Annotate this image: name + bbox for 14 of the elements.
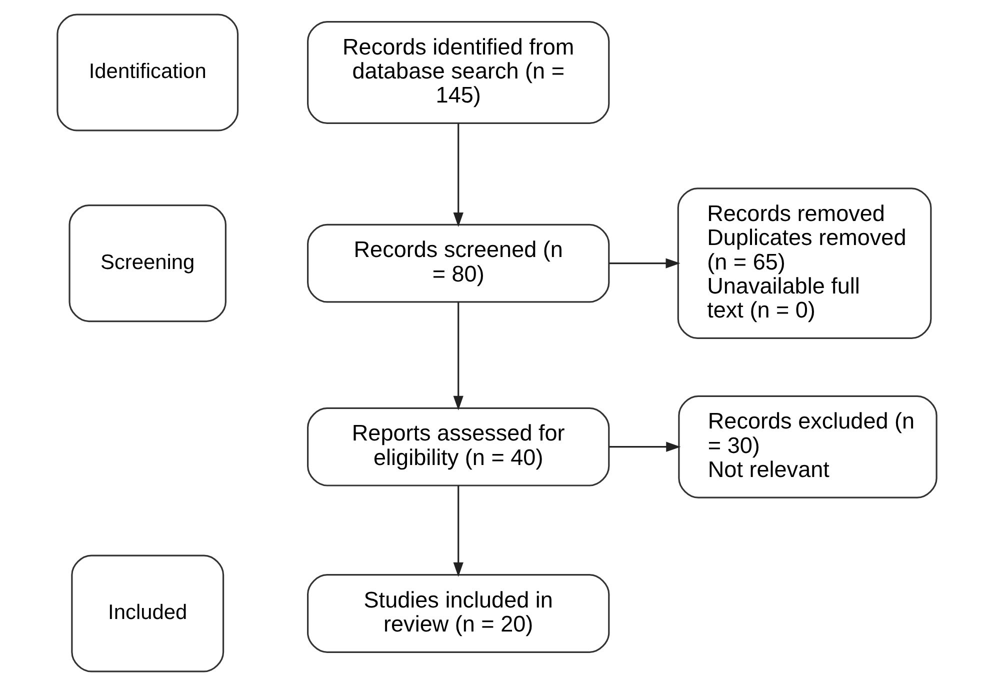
arrow — [452, 123, 463, 228]
node-box: Studies included in review (n = 20) — [306, 574, 610, 653]
arrow — [608, 258, 680, 268]
node-box: Reports assessed for eligibility (n = 40) — [306, 407, 610, 486]
node-box: Identification — [56, 14, 238, 132]
node-box: Records identified from database search (n = 145) — [306, 20, 610, 124]
node-box: Screening — [68, 204, 226, 322]
node-box: Included — [70, 554, 224, 672]
arrow — [608, 442, 680, 452]
node-box: Records removed Duplicates removed (n = 65) Unavailable full text (n = 0) — [676, 188, 932, 339]
arrow — [452, 486, 463, 577]
node-box: Records screened (n = 80) — [306, 224, 610, 303]
arrow — [452, 302, 463, 410]
node-box: Records excluded (n = 30) Not relevant — [678, 395, 937, 498]
